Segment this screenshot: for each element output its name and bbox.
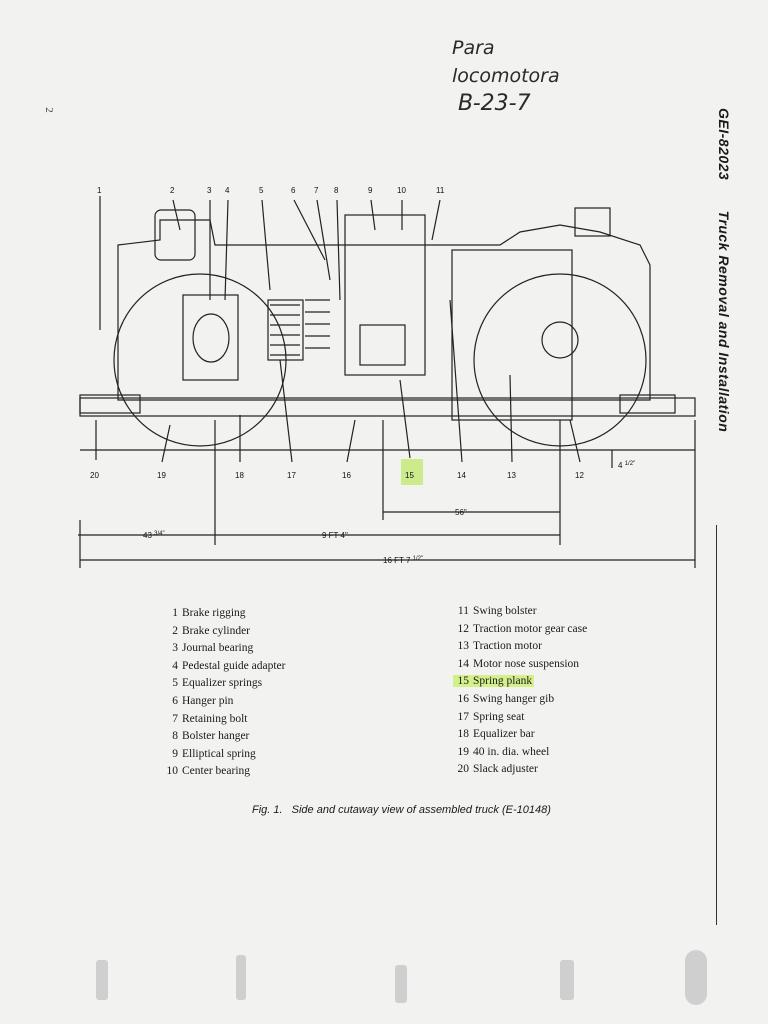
callout-number: 8 — [334, 186, 339, 195]
handwritten-line: locomotora — [452, 65, 560, 87]
scan-mark — [560, 960, 574, 1000]
callout-number: 10 — [397, 186, 406, 195]
dimension-label: 56" — [455, 508, 467, 517]
gear-case-top — [574, 207, 611, 237]
scan-mark — [236, 955, 246, 1000]
motor-axle-hub — [541, 321, 579, 359]
dimension-label: 9 FT 4" — [322, 531, 348, 540]
handwritten-note: Para locomotora B-23-7 — [452, 34, 582, 118]
handwritten-line: Para — [452, 37, 495, 59]
spring-group — [267, 299, 304, 361]
slack-adjuster-left — [79, 394, 141, 414]
callout-number: 12 — [575, 471, 584, 480]
callout-number: 2 — [170, 186, 175, 195]
dimension-label: 43 3/4" — [143, 531, 165, 540]
callout-number: 16 — [342, 471, 351, 480]
callout-number: 19 — [157, 471, 166, 480]
callout-number: 7 — [314, 186, 319, 195]
figure-caption: Fig. 1. Side and cutaway view of assembl… — [252, 804, 551, 816]
bottom-callouts: 20 19 18 17 16 15 14 13 12 — [90, 471, 584, 480]
scan-mark — [685, 950, 707, 1005]
callout-number: 13 — [507, 471, 516, 480]
callout-number: 18 — [235, 471, 244, 480]
top-leader-lines — [99, 196, 441, 330]
spring-coils — [270, 304, 300, 356]
bottom-leader-lines — [95, 299, 581, 463]
scan-mark — [96, 960, 108, 1000]
bolster-cutaway — [344, 214, 426, 376]
left-wheel — [113, 273, 287, 447]
truck-frame-outline — [117, 219, 651, 401]
handwritten-line: B-23-7 — [458, 91, 531, 116]
journal-bearing-shape — [192, 313, 230, 363]
journal-box — [182, 294, 239, 381]
callout-highlight — [401, 459, 423, 485]
callout-number: 17 — [287, 471, 296, 480]
header-rule — [716, 525, 717, 925]
callout-number: 15 — [405, 471, 414, 480]
callout-number: 11 — [436, 186, 445, 195]
scan-mark — [395, 965, 407, 1003]
callout-number: 1 — [97, 186, 102, 195]
callout-number: 14 — [457, 471, 466, 480]
traction-motor-shape — [451, 249, 573, 421]
callout-number: 5 — [259, 186, 264, 195]
callout-number: 6 — [291, 186, 296, 195]
figure-label: Fig. 1. — [252, 804, 283, 816]
figure-caption-text: Side and cutaway view of assembled truck… — [291, 804, 551, 816]
side-frame-bar — [79, 397, 696, 417]
callout-number: 9 — [368, 186, 373, 195]
dimension-labels: 4 1/2" 56" 43 3/4" 9 FT 4" 16 FT 7 1/2" — [143, 461, 635, 565]
callout-number: 3 — [207, 186, 212, 195]
callout-number: 4 — [225, 186, 230, 195]
spring-plank-shape — [359, 324, 406, 366]
truck-diagram: 1 2 3 4 5 6 7 8 9 10 11 20 19 18 17 16 1… — [78, 186, 696, 568]
elliptical-spring-leaves — [305, 299, 330, 349]
dimension-label: 4 1/2" — [618, 461, 635, 470]
brake-cylinder-shape — [154, 209, 196, 261]
slack-adjuster-right — [619, 394, 676, 414]
top-callouts: 1 2 3 4 5 6 7 8 9 10 11 — [97, 186, 445, 195]
callout-number: 20 — [90, 471, 99, 480]
dimension-label: 16 FT 7 1/2" — [383, 556, 423, 565]
